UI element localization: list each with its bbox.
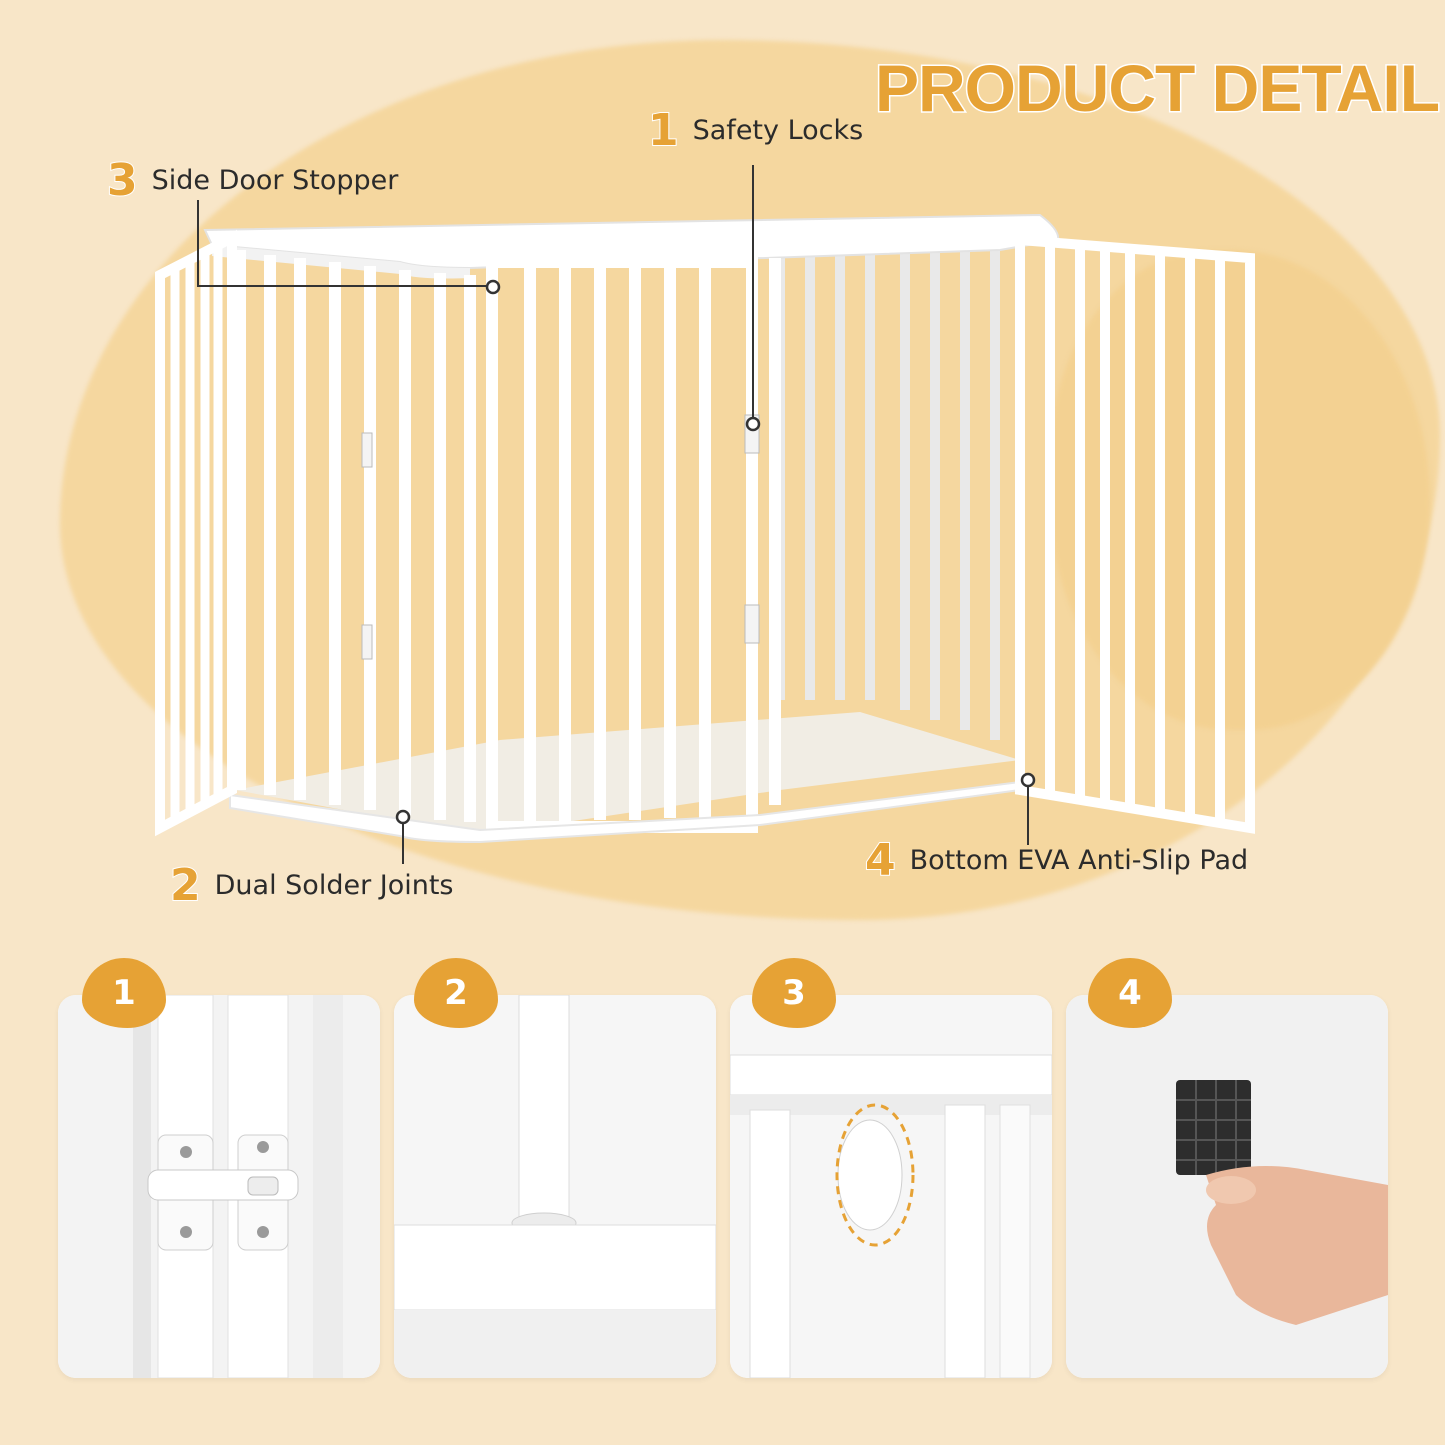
detail-card-safety-locks [58, 995, 380, 1378]
background-highlight-right [1050, 250, 1430, 730]
eva-pad-closeup [1066, 995, 1388, 1378]
detail-card-solder-joints [394, 995, 716, 1378]
badge-2: 2 [414, 958, 498, 1028]
callout-number: 2 [169, 859, 202, 912]
door-stopper-closeup [730, 995, 1052, 1378]
detail-card-door-stopper [730, 995, 1052, 1378]
callout-number: 3 [106, 154, 139, 207]
page-title: PRODUCT DETAIL [873, 50, 1441, 127]
badge-3: 3 [752, 958, 836, 1028]
callout-label: Bottom EVA Anti-Slip Pad [909, 845, 1249, 876]
callout-safety-locks: 1 Safety Locks [647, 104, 864, 157]
callout-number: 4 [864, 834, 897, 887]
callout-label: Side Door Stopper [151, 165, 399, 196]
callout-side-door-stopper: 3 Side Door Stopper [106, 154, 399, 207]
callout-bottom-eva-pad: 4 Bottom EVA Anti-Slip Pad [864, 834, 1249, 887]
detail-card-eva-pad [1066, 995, 1388, 1378]
callout-label: Dual Solder Joints [214, 870, 454, 901]
latch-closeup [58, 995, 380, 1378]
callout-dual-solder-joints: 2 Dual Solder Joints [169, 859, 454, 912]
crate-illustration [155, 165, 1255, 864]
solder-joint-closeup [394, 995, 716, 1378]
callout-number: 1 [647, 104, 680, 157]
callout-label: Safety Locks [692, 115, 864, 146]
badge-1: 1 [82, 958, 166, 1028]
badge-4: 4 [1088, 958, 1172, 1028]
